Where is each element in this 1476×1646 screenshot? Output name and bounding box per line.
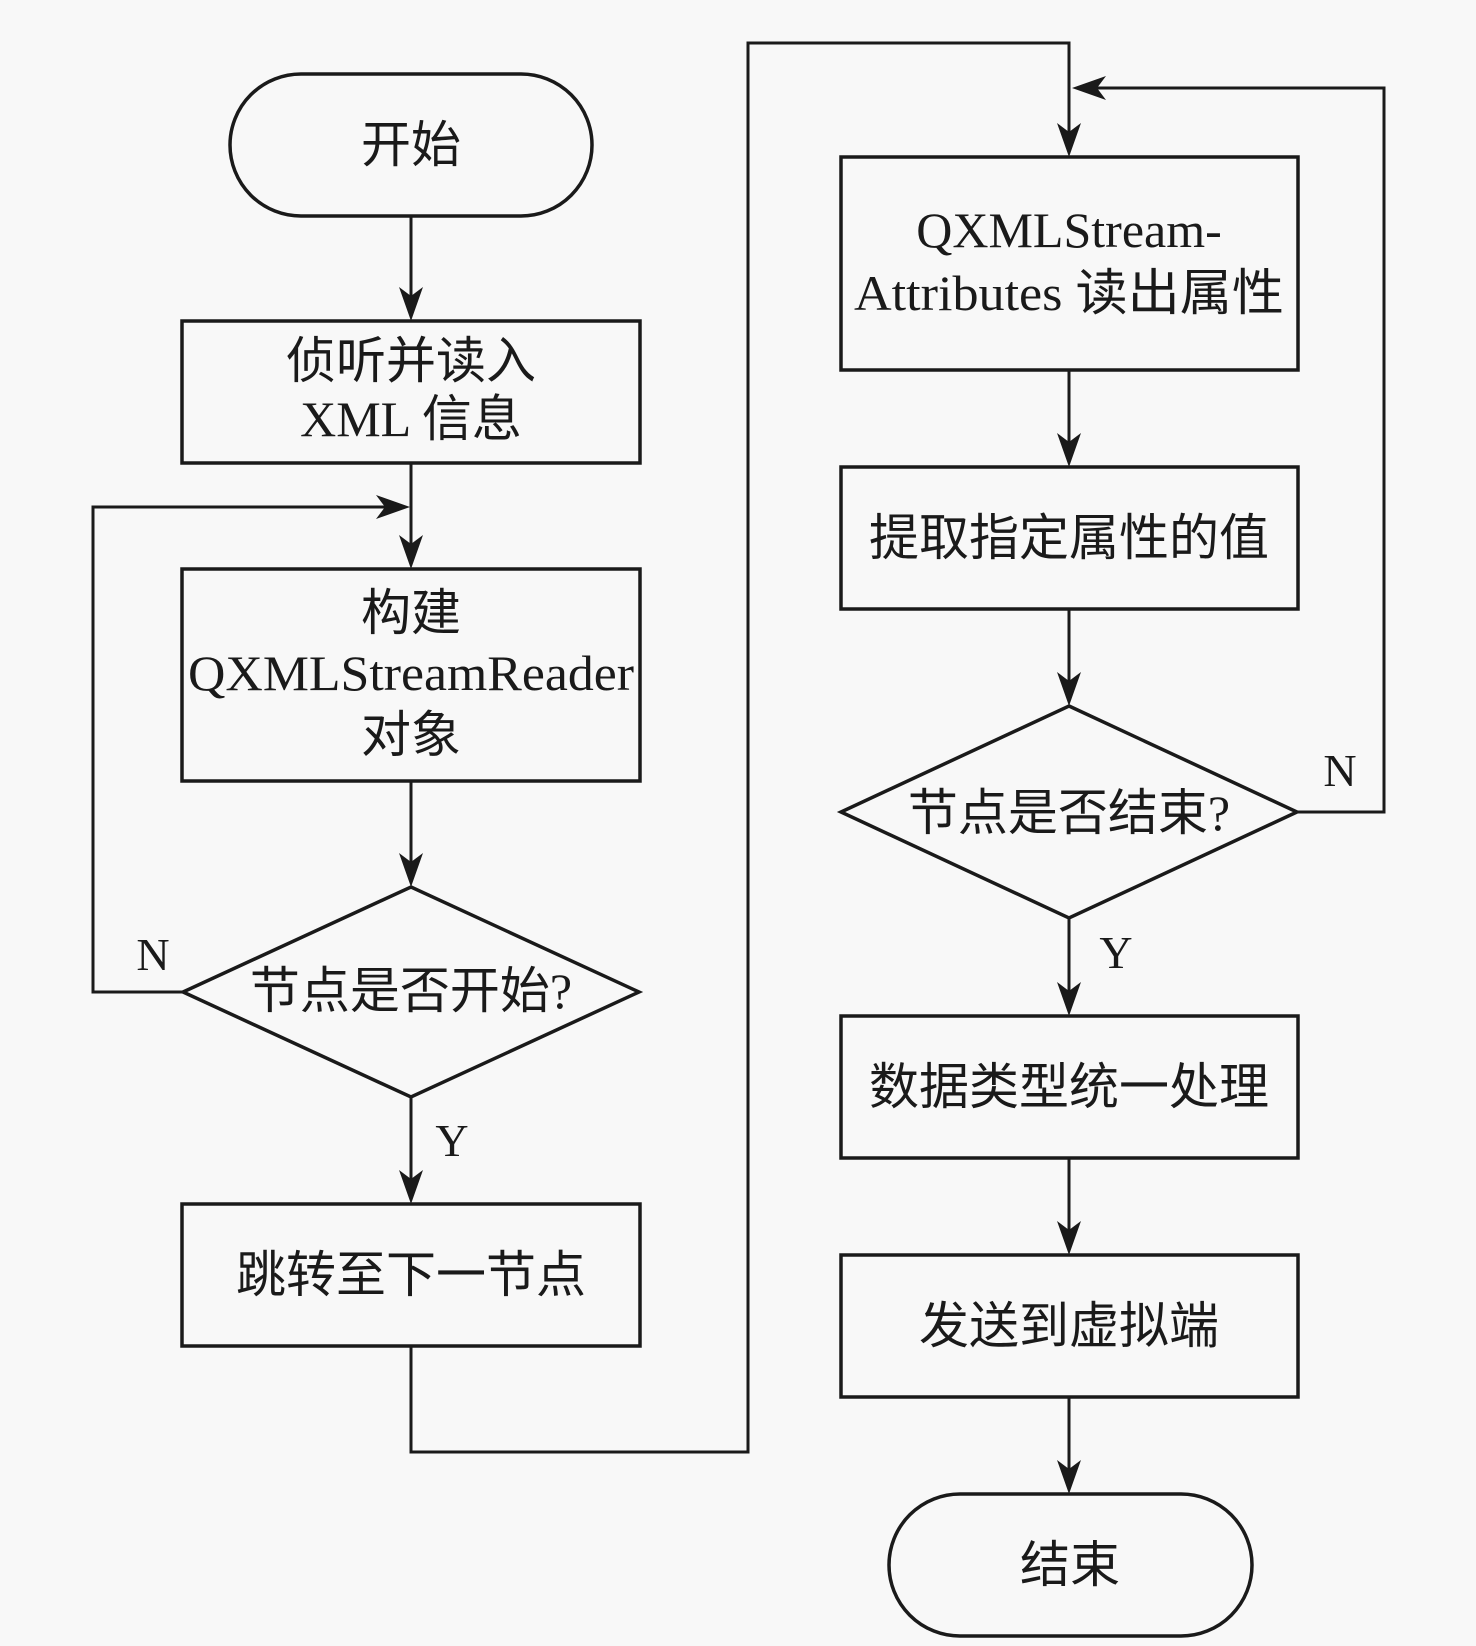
node-node-end-decision: 节点是否结束? bbox=[836, 704, 1302, 920]
node-end-label: 结束 bbox=[1020, 1537, 1120, 1593]
arrow-down-icon bbox=[399, 853, 423, 887]
edge-listen-to-build bbox=[399, 463, 423, 569]
node-listen-line-1: 侦听并读入 bbox=[286, 333, 536, 389]
arrow-down-icon bbox=[399, 535, 423, 569]
connector-line bbox=[1092, 86, 1386, 814]
edge-decision-no-loop: N bbox=[91, 495, 410, 994]
arrow-down-icon bbox=[1057, 982, 1081, 1016]
node-end: 结束 bbox=[887, 1492, 1254, 1638]
edge-jump-to-read-attr bbox=[409, 41, 1081, 1454]
connector-line bbox=[91, 505, 390, 994]
edge-send-to-end bbox=[1057, 1397, 1081, 1494]
node-read-attr: QXMLStream- Attributes 读出属性 bbox=[839, 155, 1300, 372]
node-node-start-label: 节点是否开始? bbox=[250, 963, 572, 1019]
node-jump: 跳转至下一节点 bbox=[180, 1202, 642, 1348]
node-send-label: 发送到虚拟端 bbox=[919, 1298, 1219, 1354]
node-jump-label: 跳转至下一节点 bbox=[236, 1247, 586, 1303]
node-extract: 提取指定属性的值 bbox=[839, 465, 1300, 611]
node-build: 构建 QXMLStreamReader 对象 bbox=[180, 567, 642, 783]
terminal-shape bbox=[887, 1492, 1254, 1638]
node-extract-label: 提取指定属性的值 bbox=[869, 510, 1269, 566]
node-build-line-1: 构建 bbox=[361, 585, 461, 641]
arrow-right-icon bbox=[376, 495, 410, 519]
node-node-start-decision: 节点是否开始? bbox=[178, 885, 644, 1099]
arrow-down-icon bbox=[1057, 1221, 1081, 1255]
node-start-label: 开始 bbox=[361, 117, 461, 173]
arrow-down-icon bbox=[399, 287, 423, 321]
edge-read-attr-to-extract bbox=[1057, 370, 1081, 467]
arrow-down-icon bbox=[1057, 1460, 1081, 1494]
node-unify-label: 数据类型统一处理 bbox=[869, 1059, 1269, 1115]
edge-unify-to-send bbox=[1057, 1158, 1081, 1255]
edge-end-decision-no-loop: N bbox=[1072, 76, 1386, 814]
edge-build-to-decision bbox=[399, 781, 423, 887]
node-build-line-2: QXMLStreamReader bbox=[188, 645, 634, 701]
edge-decision-yes: Y bbox=[399, 1097, 469, 1204]
arrow-down-icon bbox=[399, 1170, 423, 1204]
arrow-down-icon bbox=[1057, 123, 1081, 157]
arrow-down-icon bbox=[1057, 433, 1081, 467]
edge-label-yes: Y bbox=[435, 1115, 468, 1166]
connector-line bbox=[409, 41, 1071, 1454]
node-start: 开始 bbox=[228, 72, 594, 218]
arrow-left-icon bbox=[1072, 76, 1106, 100]
node-listen: 侦听并读入 XML 信息 bbox=[180, 319, 642, 465]
node-read-attr-line-2: Attributes 读出属性 bbox=[854, 265, 1284, 321]
edge-end-decision-yes: Y bbox=[1057, 918, 1133, 1016]
process-shape bbox=[839, 155, 1300, 372]
edge-label-no: N bbox=[136, 929, 169, 980]
node-unify: 数据类型统一处理 bbox=[839, 1014, 1300, 1160]
node-node-end-label: 节点是否结束? bbox=[908, 785, 1230, 841]
edge-start-to-listen bbox=[399, 216, 423, 321]
node-listen-line-2: XML 信息 bbox=[300, 391, 522, 447]
node-build-line-3: 对象 bbox=[361, 707, 461, 763]
node-read-attr-line-1: QXMLStream- bbox=[916, 202, 1222, 258]
edge-extract-to-decision bbox=[1057, 609, 1081, 706]
node-send: 发送到虚拟端 bbox=[839, 1253, 1300, 1399]
edge-label-yes: Y bbox=[1099, 927, 1132, 978]
arrow-down-icon bbox=[1057, 672, 1081, 706]
edge-label-no: N bbox=[1323, 745, 1356, 796]
